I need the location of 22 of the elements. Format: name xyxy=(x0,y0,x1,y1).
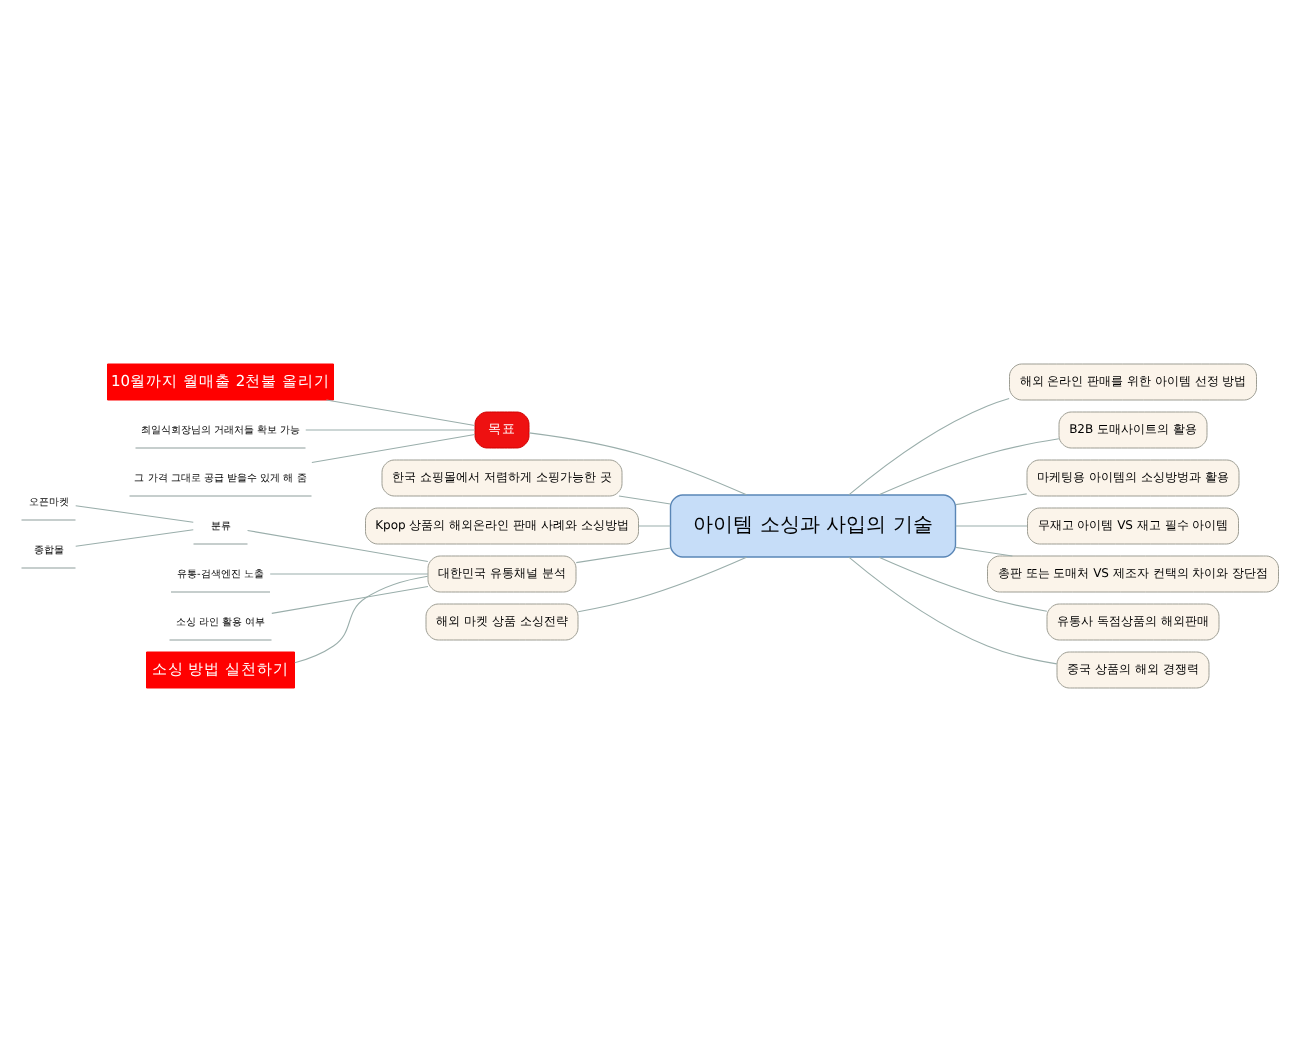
connector xyxy=(955,525,1028,527)
connector xyxy=(955,546,1013,557)
connector xyxy=(325,399,476,427)
connector xyxy=(575,547,672,564)
connector xyxy=(247,529,429,562)
connector xyxy=(311,433,476,464)
connector xyxy=(528,432,748,496)
connector xyxy=(955,493,1028,506)
connector xyxy=(848,556,1058,665)
connector xyxy=(577,556,748,613)
connector xyxy=(638,525,671,527)
connector xyxy=(618,495,671,505)
connector xyxy=(878,556,1048,612)
connector xyxy=(305,429,476,431)
connector xyxy=(878,438,1060,496)
connector xyxy=(269,573,429,575)
connector xyxy=(848,397,1010,496)
connector xyxy=(294,575,429,664)
node-box: 아이템 소싱과 사입의 기술 xyxy=(669,494,957,558)
connector xyxy=(271,586,429,614)
connector xyxy=(75,529,194,547)
connector xyxy=(75,505,194,523)
